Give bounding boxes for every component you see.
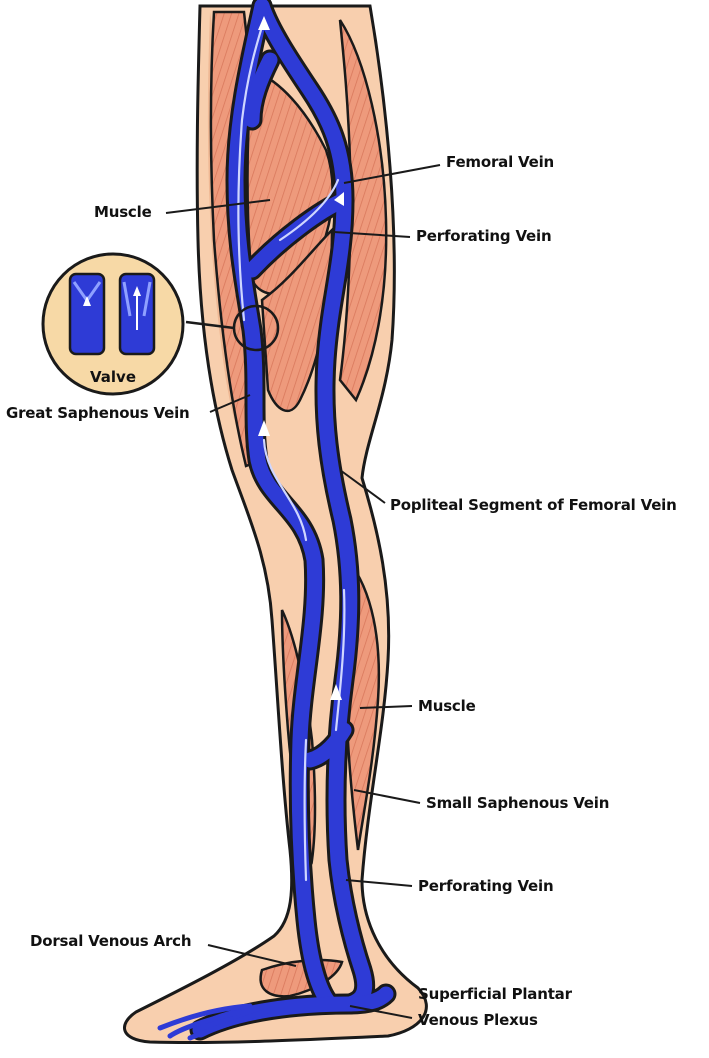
- label-muscle-thigh: Muscle: [94, 203, 152, 221]
- label-great-saphenous-vein: Great Saphenous Vein: [6, 404, 190, 422]
- valve-label: Valve: [90, 368, 136, 386]
- label-small-saphenous-vein: Small Saphenous Vein: [426, 794, 609, 812]
- label-popliteal-segment: Popliteal Segment of Femoral Vein: [390, 496, 677, 514]
- valve-inset: Valve: [43, 254, 183, 394]
- label-venous-plexus: Venous Plexus: [418, 1011, 538, 1029]
- label-femoral-vein: Femoral Vein: [446, 153, 554, 171]
- label-muscle-calf: Muscle: [418, 697, 476, 715]
- label-superficial-plantar: Superficial Plantar: [418, 985, 572, 1003]
- label-dorsal-venous-arch: Dorsal Venous Arch: [30, 932, 191, 950]
- label-perforating-vein-upper: Perforating Vein: [416, 227, 551, 245]
- label-perforating-vein-lower: Perforating Vein: [418, 877, 553, 895]
